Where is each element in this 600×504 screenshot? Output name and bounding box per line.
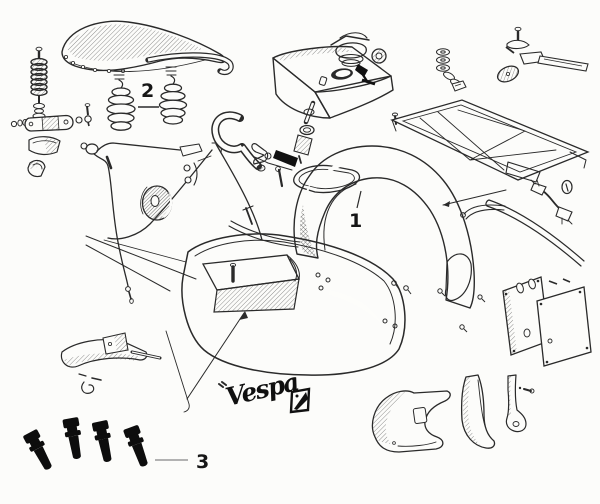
- column-cover: [505, 374, 535, 433]
- fuel-tap: [251, 100, 316, 188]
- side-cover: [460, 374, 496, 449]
- control-cable: [93, 153, 134, 304]
- lever-bracket-set: [496, 26, 589, 83]
- fuel-filler-cap: [330, 32, 370, 67]
- saddle: [61, 20, 234, 80]
- rubber-buffer: [23, 429, 52, 470]
- shock-absorber: [30, 46, 48, 120]
- callout-3-label: 3: [196, 451, 209, 473]
- floor-rail-trim: [228, 205, 301, 248]
- grommet: [561, 179, 573, 195]
- fender-fasteners: [315, 272, 486, 333]
- cooling-vent: [140, 185, 173, 221]
- vespa-script-logo: Vespa: [218, 367, 301, 412]
- spring-right: [158, 75, 188, 125]
- door-direction-arrow: [165, 311, 248, 413]
- spring-left: [106, 79, 136, 131]
- vespa-script-text: Vespa: [223, 367, 301, 412]
- trim-moldings: [442, 189, 585, 267]
- plate-screws: [548, 278, 571, 285]
- callout-1-label: 1: [349, 210, 362, 232]
- frame-bolt-pair: [183, 155, 212, 186]
- rubber-buffers: [23, 417, 148, 470]
- horn-cover: [371, 390, 451, 453]
- cowl-door: [201, 254, 300, 313]
- tank-bay-gasket: [293, 164, 361, 194]
- mudflap: [60, 332, 162, 394]
- saddle-rivets: [64, 55, 126, 74]
- throttle-rod: [96, 142, 203, 157]
- luggage-rack: [390, 99, 590, 183]
- callout-3: 3: [155, 451, 209, 473]
- rubber-buffer: [91, 420, 112, 462]
- cap-nut: [371, 48, 387, 64]
- rubber-buffer: [62, 417, 81, 460]
- saddle-springs: [106, 75, 188, 131]
- callout-1: 1: [349, 190, 362, 232]
- fuel-filler-neck: [318, 68, 353, 86]
- wiring-lead: [530, 179, 573, 225]
- license-plate: [536, 278, 592, 367]
- bag-hook: [211, 111, 266, 172]
- fuel-tank: [272, 32, 394, 119]
- piaggio-shield-emblem: [289, 387, 311, 414]
- bell-crank-lever: [80, 142, 99, 155]
- rubber-buffer: [123, 425, 148, 467]
- cover-screw: [518, 386, 535, 394]
- foot-bracket: [28, 136, 61, 156]
- callout-2: 2: [138, 80, 159, 108]
- washer-stack: [436, 48, 467, 92]
- frame-body: [85, 142, 293, 292]
- suspension-link-arm: [10, 103, 92, 132]
- callout-2-label: 2: [141, 80, 154, 102]
- cap-screw: [355, 64, 376, 86]
- clamp: [27, 159, 46, 178]
